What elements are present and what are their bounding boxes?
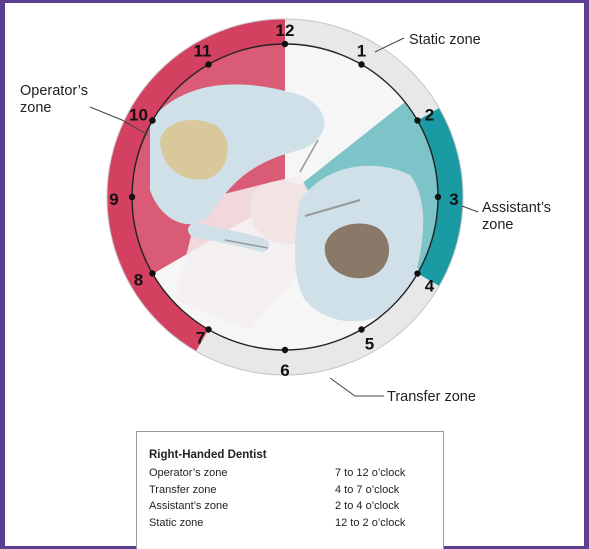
legend-title: Right-Handed Dentist bbox=[149, 449, 443, 461]
clock-tick-dot bbox=[205, 61, 211, 67]
transfer-zone-label: Transfer zone bbox=[387, 389, 476, 405]
clock-number: 3 bbox=[449, 190, 458, 209]
clock-tick-dot bbox=[414, 270, 420, 276]
clock-number: 6 bbox=[280, 361, 289, 380]
clock-tick-dot bbox=[205, 326, 211, 332]
clock-tick-dot bbox=[414, 117, 420, 123]
clock-number: 7 bbox=[196, 329, 205, 348]
clock-tick-dot bbox=[282, 347, 288, 353]
assistant-zone-leader bbox=[462, 206, 478, 212]
clock-number: 1 bbox=[357, 41, 366, 60]
legend-zone: Static zone bbox=[149, 517, 335, 529]
clock-number: 12 bbox=[276, 21, 295, 40]
clock-tick-dot bbox=[282, 41, 288, 47]
transfer-zone-leader bbox=[330, 378, 384, 396]
clock-tick-dot bbox=[129, 194, 135, 200]
clock-tick-dot bbox=[435, 194, 441, 200]
legend-range: 12 to 2 o’clock bbox=[335, 517, 405, 529]
clock-number: 2 bbox=[425, 106, 434, 125]
static-zone-leader bbox=[375, 38, 404, 52]
legend-row: Transfer zone 4 to 7 o’clock bbox=[149, 482, 443, 499]
clock-tick-dot bbox=[149, 270, 155, 276]
clock-number: 5 bbox=[365, 335, 374, 354]
legend-row: Static zone 12 to 2 o’clock bbox=[149, 515, 443, 532]
static-zone-label: Static zone bbox=[409, 32, 481, 48]
clock-number: 4 bbox=[425, 277, 435, 296]
clock-tick-dot bbox=[149, 117, 155, 123]
clock-tick-dot bbox=[358, 61, 364, 67]
legend-range: 7 to 12 o’clock bbox=[335, 467, 405, 479]
clock-number: 11 bbox=[194, 41, 212, 60]
legend-zone: Transfer zone bbox=[149, 484, 335, 496]
legend-table: Right-Handed Dentist Operator’s zone 7 t… bbox=[136, 431, 444, 549]
clock-number: 10 bbox=[129, 106, 148, 125]
clock-tick-dot bbox=[358, 326, 364, 332]
legend-row: Operator’s zone 7 to 12 o’clock bbox=[149, 465, 443, 482]
legend-row: Assistant’s zone 2 to 4 o’clock bbox=[149, 498, 443, 515]
legend-range: 2 to 4 o’clock bbox=[335, 500, 399, 512]
clock-number: 9 bbox=[109, 190, 118, 209]
legend-zone: Operator’s zone bbox=[149, 467, 335, 479]
legend-zone: Assistant’s zone bbox=[149, 500, 335, 512]
clock-number: 8 bbox=[134, 271, 143, 290]
legend-range: 4 to 7 o’clock bbox=[335, 484, 399, 496]
